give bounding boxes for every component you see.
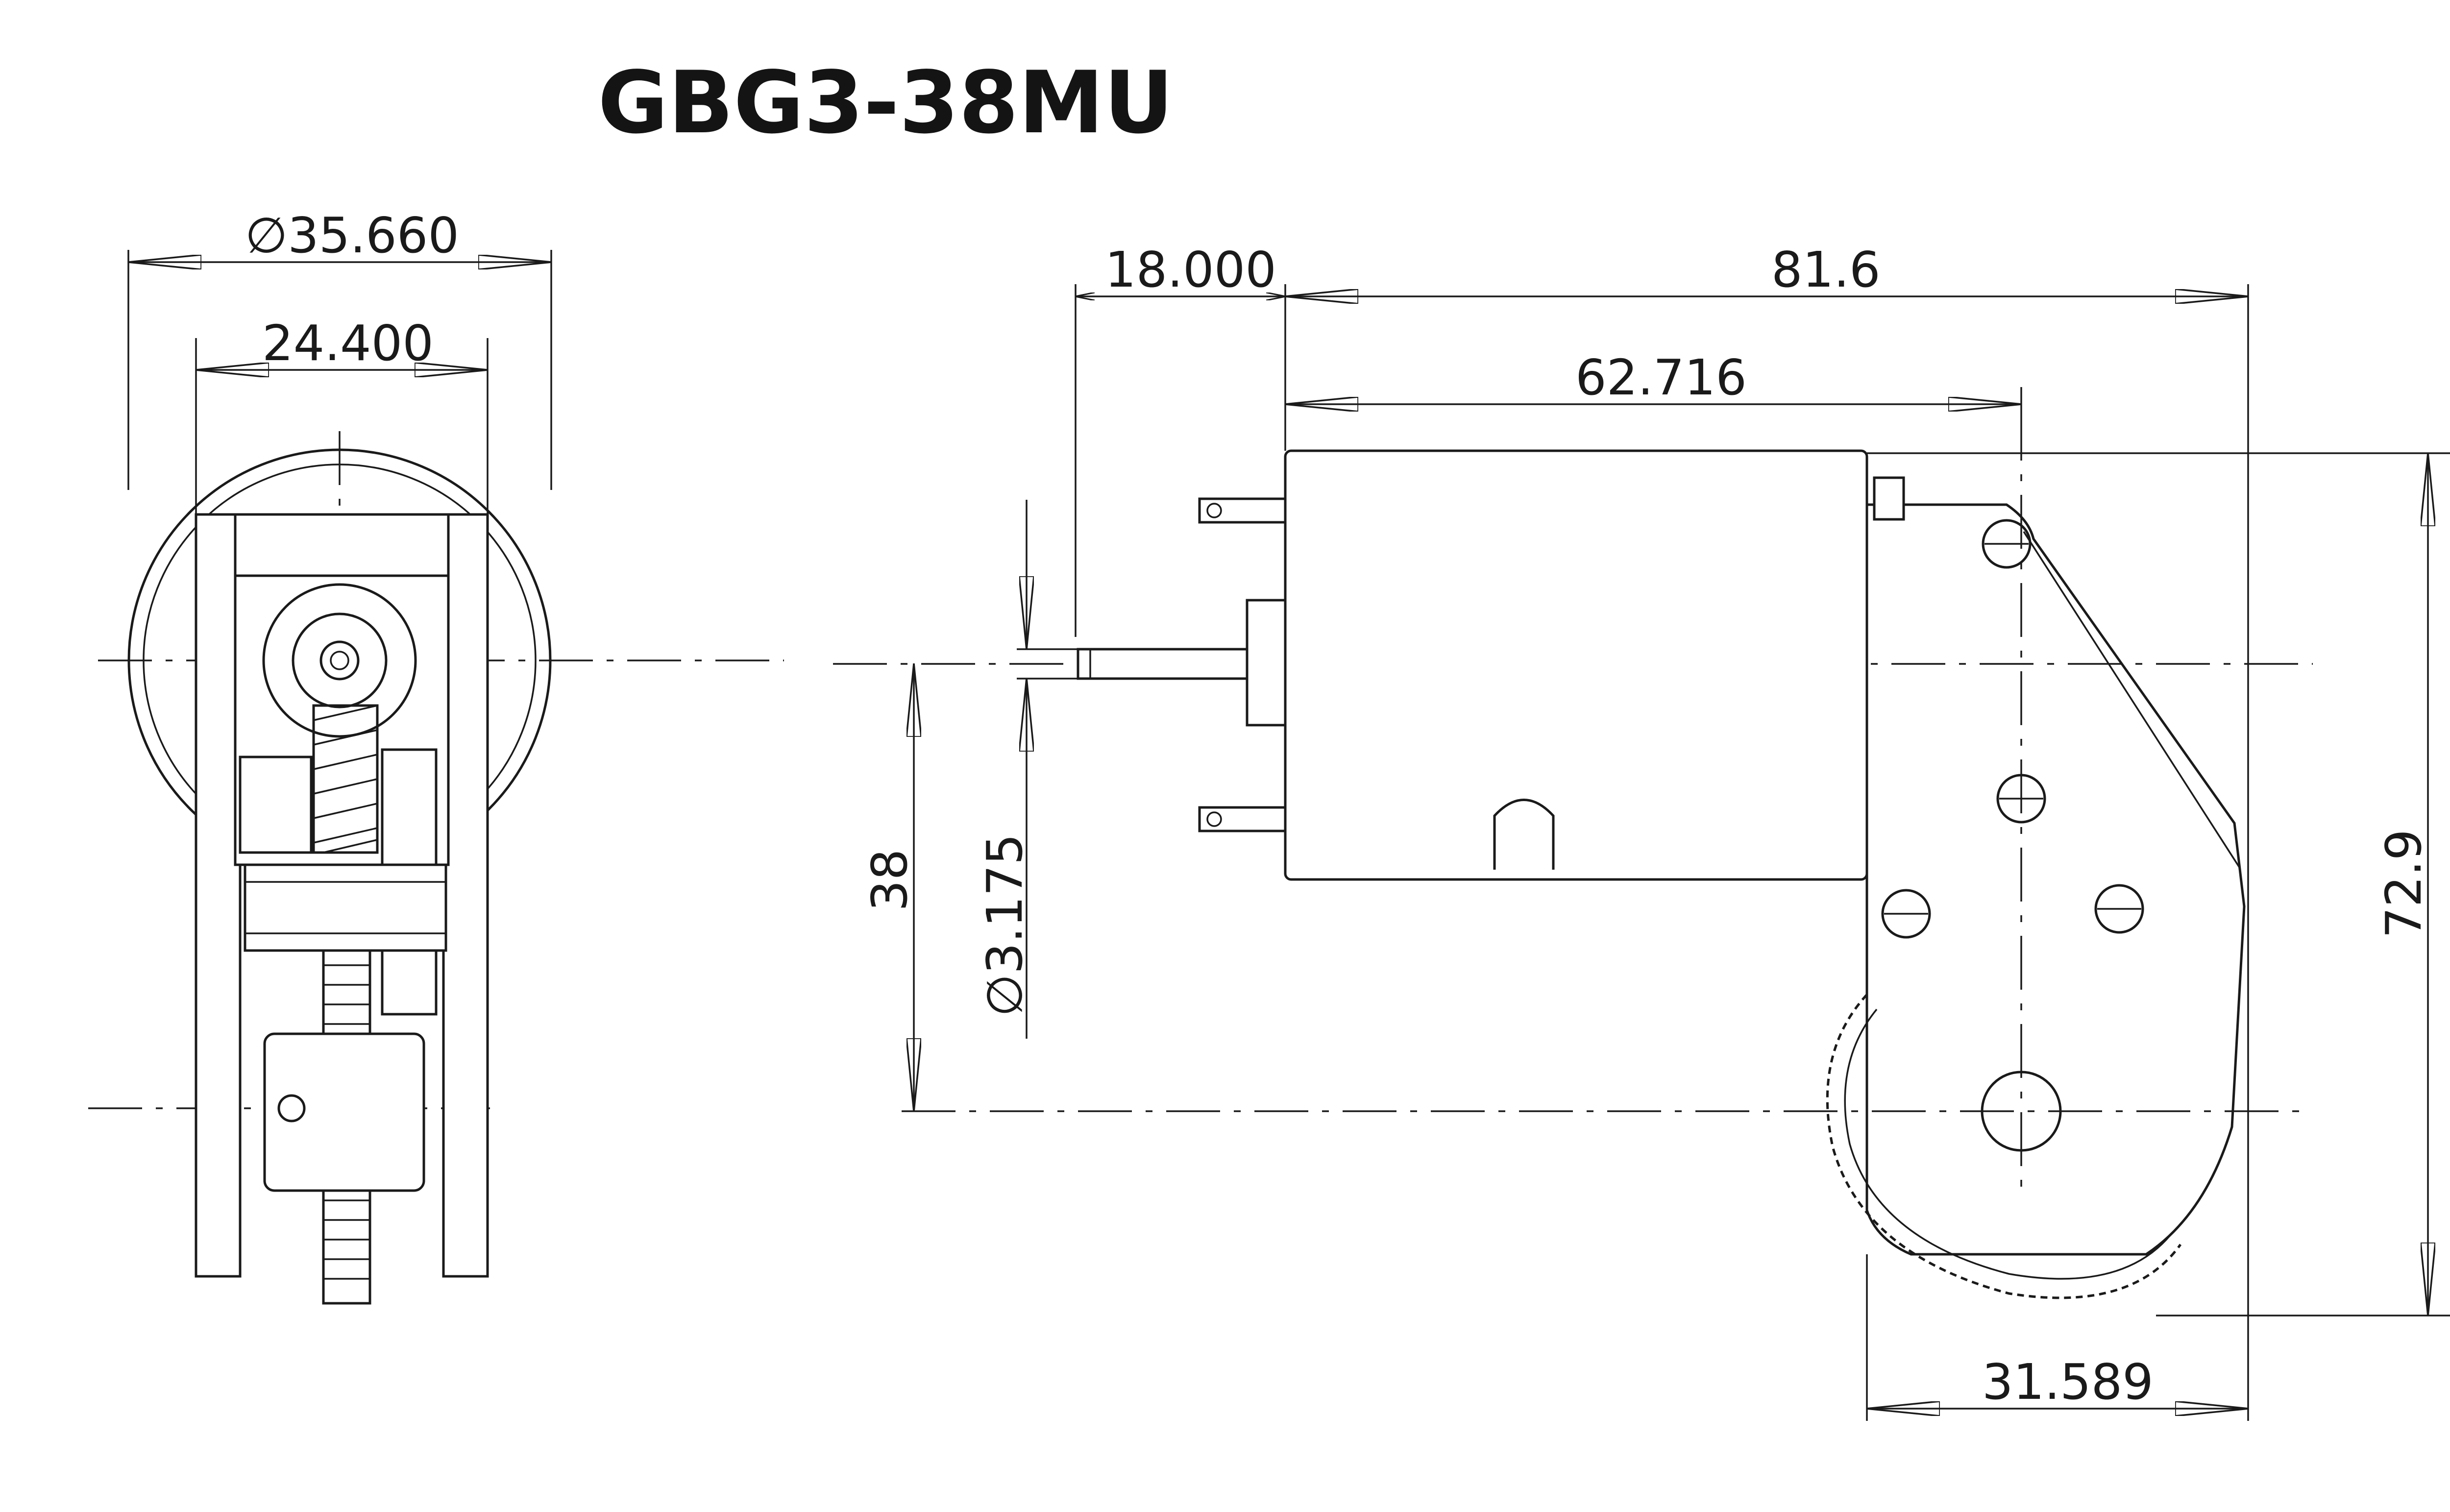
- output-hub: [263, 1032, 425, 1192]
- svg-text:∅3.175: ∅3.175: [976, 834, 1033, 1017]
- dim-text-bracket-width: 24.400: [262, 315, 434, 372]
- dim-text-shaft-diameter: 3.175: [976, 834, 1033, 974]
- terminal-bottom: [1198, 806, 1287, 832]
- side-view: [833, 407, 2313, 1299]
- dim-text-shaft-length: 18.000: [1105, 241, 1276, 298]
- can-tab: [1873, 476, 1905, 521]
- svg-text:∅35.660: ∅35.660: [245, 207, 459, 264]
- dim-shaft-diameter: ∅3.175: [976, 500, 1078, 1039]
- dim-text-center-distance: 38: [861, 849, 918, 911]
- screw-left: [1881, 889, 1931, 939]
- shaft-center: [330, 651, 349, 670]
- diameter-symbol: ∅: [245, 207, 288, 264]
- motor-can: [1284, 449, 1868, 881]
- dim-text-overall-length: 81.6: [1771, 241, 1881, 298]
- housing-edge: [2023, 531, 2240, 868]
- set-screw: [277, 1094, 306, 1122]
- screw-right: [2094, 884, 2144, 934]
- large-gear-arc: [1826, 994, 2182, 1299]
- shaft-hole: [319, 640, 360, 681]
- intermediate-gear: [244, 863, 447, 952]
- gear-left-stack: [239, 756, 313, 854]
- motor-can-slot: [1493, 799, 1555, 870]
- dim-center-distance: 38: [861, 664, 918, 1111]
- bearing-boss: [1246, 599, 1287, 727]
- hatched-shaft: [312, 704, 379, 854]
- diameter-symbol-shaft: ∅: [976, 974, 1033, 1017]
- dim-text-overall-height: 72.9: [2375, 829, 2432, 938]
- motor-shaft: [1077, 648, 1249, 680]
- dim-shaft-length: 18.000: [1075, 241, 1286, 637]
- end-view: [88, 431, 784, 1305]
- dim-motor-length: 62.716: [1285, 349, 2022, 407]
- drawing-title: GBG3-38MU: [598, 53, 1174, 153]
- dim-outer-diameter: ∅35.660: [127, 207, 552, 490]
- pinion-gear: [292, 612, 388, 708]
- screw-middle: [1996, 774, 2046, 824]
- dim-text-outer-diameter: 35.660: [288, 207, 459, 264]
- dim-bracket-width: 24.400: [195, 315, 489, 514]
- dim-text-gearbox-depth: 31.589: [1982, 1353, 2154, 1411]
- gearbox-housing: [1865, 503, 2246, 1256]
- dim-text-motor-length: 62.716: [1575, 349, 1747, 406]
- large-gear-root: [1844, 1008, 2172, 1280]
- right-plate: [442, 513, 489, 1278]
- terminal-top: [1198, 497, 1287, 524]
- dim-gearbox-depth: 31.589: [1866, 1254, 2249, 1421]
- pinion-boss: [262, 583, 417, 738]
- dim-overall-height: 72.9: [1867, 452, 2450, 1317]
- screw-top: [1982, 519, 2032, 569]
- left-plate: [195, 513, 242, 1278]
- dim-overall-length: 81.6: [1285, 241, 2249, 1323]
- output-bore: [1981, 1071, 2062, 1152]
- top-bracket: [234, 513, 450, 577]
